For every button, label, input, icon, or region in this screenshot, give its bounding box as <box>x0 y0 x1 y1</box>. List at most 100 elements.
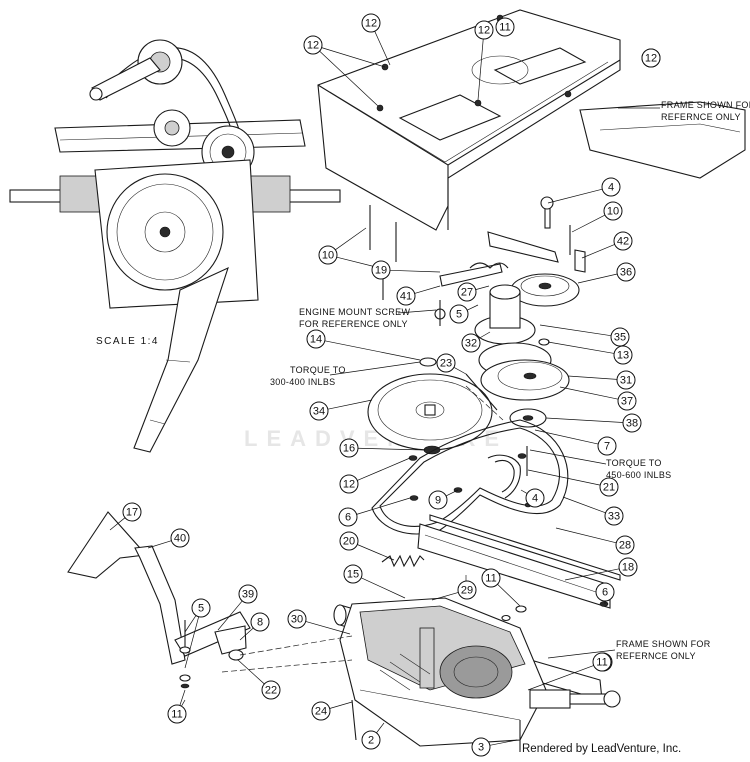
callout-number: 32 <box>465 338 477 350</box>
callout-5: 5 <box>191 598 211 618</box>
callout-number: 42 <box>617 236 629 248</box>
callout-circle <box>306 329 326 349</box>
callout-number: 28 <box>619 540 631 552</box>
callout-leader-line <box>327 399 373 410</box>
callout-number: 30 <box>291 614 303 626</box>
scale-inset-drawing: SCALE 1:4 <box>9 39 341 453</box>
callout-leader-line <box>184 616 200 669</box>
callout-circle <box>311 701 331 721</box>
callout-leader-line <box>545 417 624 423</box>
callout-number: 33 <box>608 511 620 523</box>
callout-circle <box>261 680 281 700</box>
note-torque-pulley-line1: TORQUE TO <box>290 365 346 375</box>
spring-20 <box>381 554 425 568</box>
callout-leader-line <box>361 577 406 599</box>
callout-circle <box>474 20 494 40</box>
callout-leader-line <box>453 367 467 375</box>
callout-34: 34 <box>309 401 329 421</box>
callout-2: 2 <box>361 730 381 750</box>
callout-leader-line <box>478 331 491 339</box>
callout-number: 15 <box>347 569 359 581</box>
callout-leader-line <box>374 31 391 66</box>
callout-leader-line <box>539 324 612 337</box>
callout-leader-line <box>329 701 353 709</box>
callout-circle <box>618 557 638 577</box>
callout-number: 8 <box>257 617 263 629</box>
callout-number: 3 <box>478 742 484 754</box>
callout-circle <box>617 391 637 411</box>
footer-credit: Rendered by LeadVenture, Inc. <box>522 743 681 755</box>
callout-12: 12 <box>303 35 323 55</box>
callout-12: 12 <box>361 13 381 33</box>
callout-31: 31 <box>616 370 636 390</box>
callout-circle <box>303 35 323 55</box>
callout-leader-line <box>357 544 395 561</box>
callout-12: 12 <box>641 48 661 68</box>
callout-number: 21 <box>603 482 615 494</box>
scale-label: SCALE 1:4 <box>96 336 159 347</box>
callout-leader-line <box>477 38 484 101</box>
callout-number: 31 <box>620 375 632 387</box>
callout-circle <box>361 13 381 33</box>
callout-leader-line <box>356 497 411 515</box>
callout-leader-line <box>534 429 599 445</box>
callout-leader-line <box>239 627 254 641</box>
callout-leader-line <box>520 489 528 494</box>
callout-number: 35 <box>614 332 626 344</box>
callout-32: 32 <box>461 333 481 353</box>
callout-number: 13 <box>617 350 629 362</box>
callout-circle <box>338 507 358 527</box>
callout-11: 11 <box>592 652 612 672</box>
callout-leader-line <box>466 304 479 311</box>
callout-circle <box>616 262 636 282</box>
callout-leader-line <box>559 386 619 400</box>
callout-39: 39 <box>238 584 258 604</box>
callout-21: 21 <box>599 477 619 497</box>
callout-number: 12 <box>365 18 377 30</box>
callout-11: 11 <box>495 17 515 37</box>
callout-number: 38 <box>626 418 638 430</box>
callout-leader-line <box>562 496 606 514</box>
callout-circle <box>592 652 612 672</box>
callout-leader-line <box>527 469 601 486</box>
callout-leader-line <box>305 621 351 635</box>
note-frame-top-line1: FRAME SHOWN FOR <box>661 100 750 110</box>
callout-7: 7 <box>597 436 617 456</box>
callout-leader-line <box>577 273 618 284</box>
callout-4: 4 <box>601 177 621 197</box>
callout-42: 42 <box>613 231 633 251</box>
callout-leader-line <box>547 188 603 204</box>
callout-leader-line <box>319 50 379 107</box>
callout-number: 39 <box>242 589 254 601</box>
callout-circle <box>436 353 456 373</box>
shift-lever <box>67 511 251 689</box>
callout-number: 36 <box>620 267 632 279</box>
callout-35: 35 <box>610 327 630 347</box>
callout-circle <box>428 490 448 510</box>
callout-circle <box>170 528 190 548</box>
callout-circle <box>122 502 142 522</box>
callout-leader-line <box>431 592 459 601</box>
callout-leader-line <box>184 615 197 633</box>
callout-circle <box>309 401 329 421</box>
callout-14: 14 <box>306 329 326 349</box>
callout-leader-line <box>445 489 459 497</box>
callout-circle <box>361 730 381 750</box>
note-torque-pulley-line2: 300-400 INLBS <box>270 377 335 387</box>
callout-17: 17 <box>122 502 142 522</box>
callout-38: 38 <box>622 413 642 433</box>
callout-number: 5 <box>456 309 462 321</box>
callout-leader-line <box>475 285 490 290</box>
callout-10: 10 <box>318 245 338 265</box>
callout-22: 22 <box>261 680 281 700</box>
callout-number: 20 <box>343 536 355 548</box>
callout-circle <box>613 345 633 365</box>
callout-leader-line <box>109 517 126 531</box>
callout-24: 24 <box>311 701 331 721</box>
callout-circle <box>339 474 359 494</box>
callout-circle <box>604 506 624 526</box>
callout-number: 11 <box>499 22 510 34</box>
callout-28: 28 <box>615 535 635 555</box>
callout-number: 22 <box>265 685 277 697</box>
